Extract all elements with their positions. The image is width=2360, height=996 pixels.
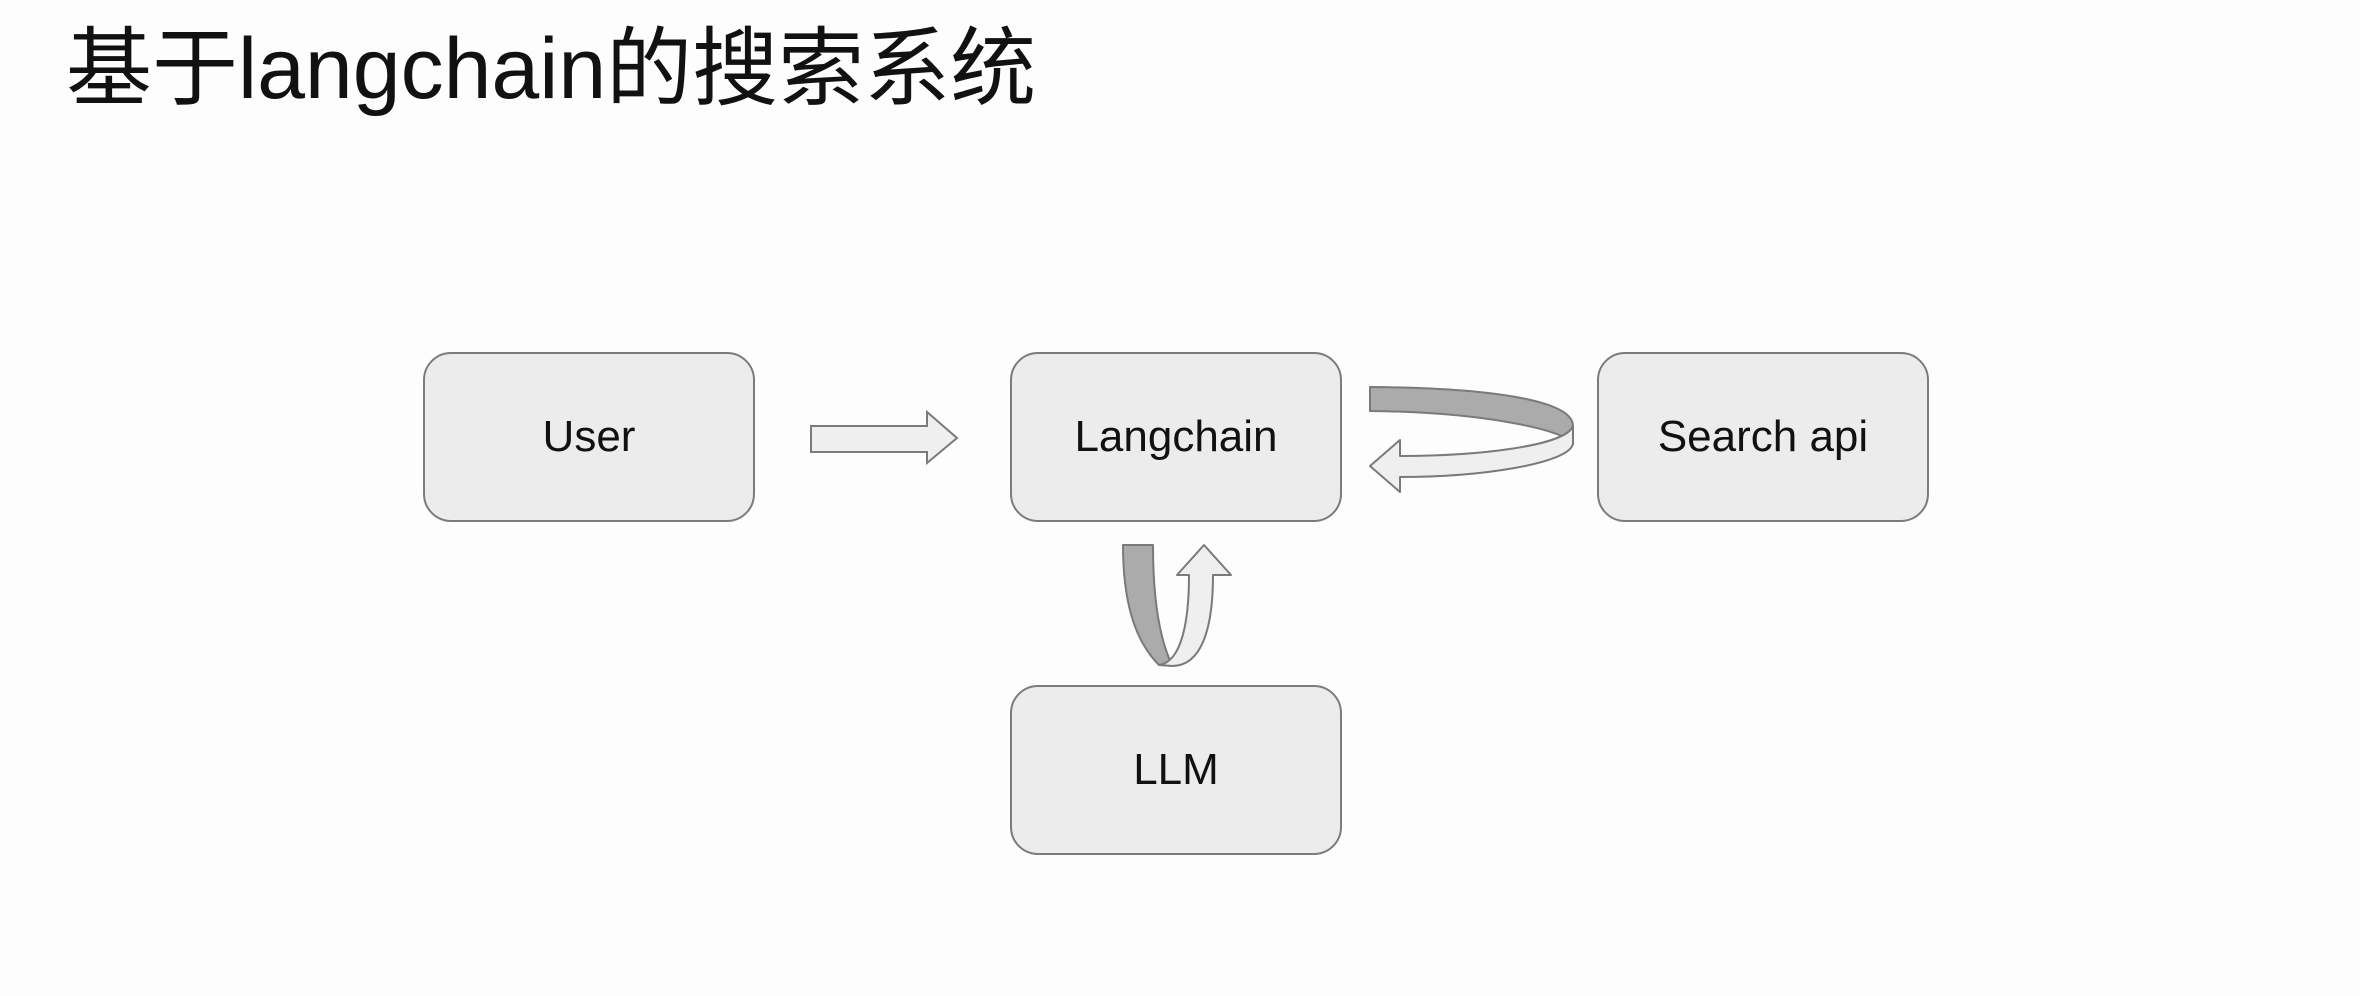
langchain-node: Langchain: [1010, 352, 1342, 522]
langchain-llm-loop-arrow: [1122, 544, 1232, 667]
user-node: User: [423, 352, 755, 522]
llm-node: LLM: [1010, 685, 1342, 855]
loop-arrow-back-band: [1369, 386, 1574, 445]
loop-arrow-back-band: [1122, 544, 1173, 666]
search-api-node: Search api: [1597, 352, 1929, 522]
slide-title: 基于langchain的搜索系统: [66, 21, 1037, 117]
loop-arrow-front-band: [1369, 425, 1574, 493]
llm-node-label: LLM: [1133, 745, 1219, 794]
langchain-node-label: Langchain: [1074, 412, 1278, 461]
user-to-langchain-arrow: [810, 409, 959, 466]
search-api-node-label: Search api: [1657, 412, 1869, 461]
user-node-label: User: [542, 412, 636, 461]
loop-arrow-front-band: [1158, 544, 1232, 667]
langchain-search-api-loop-arrow: [1369, 386, 1574, 493]
